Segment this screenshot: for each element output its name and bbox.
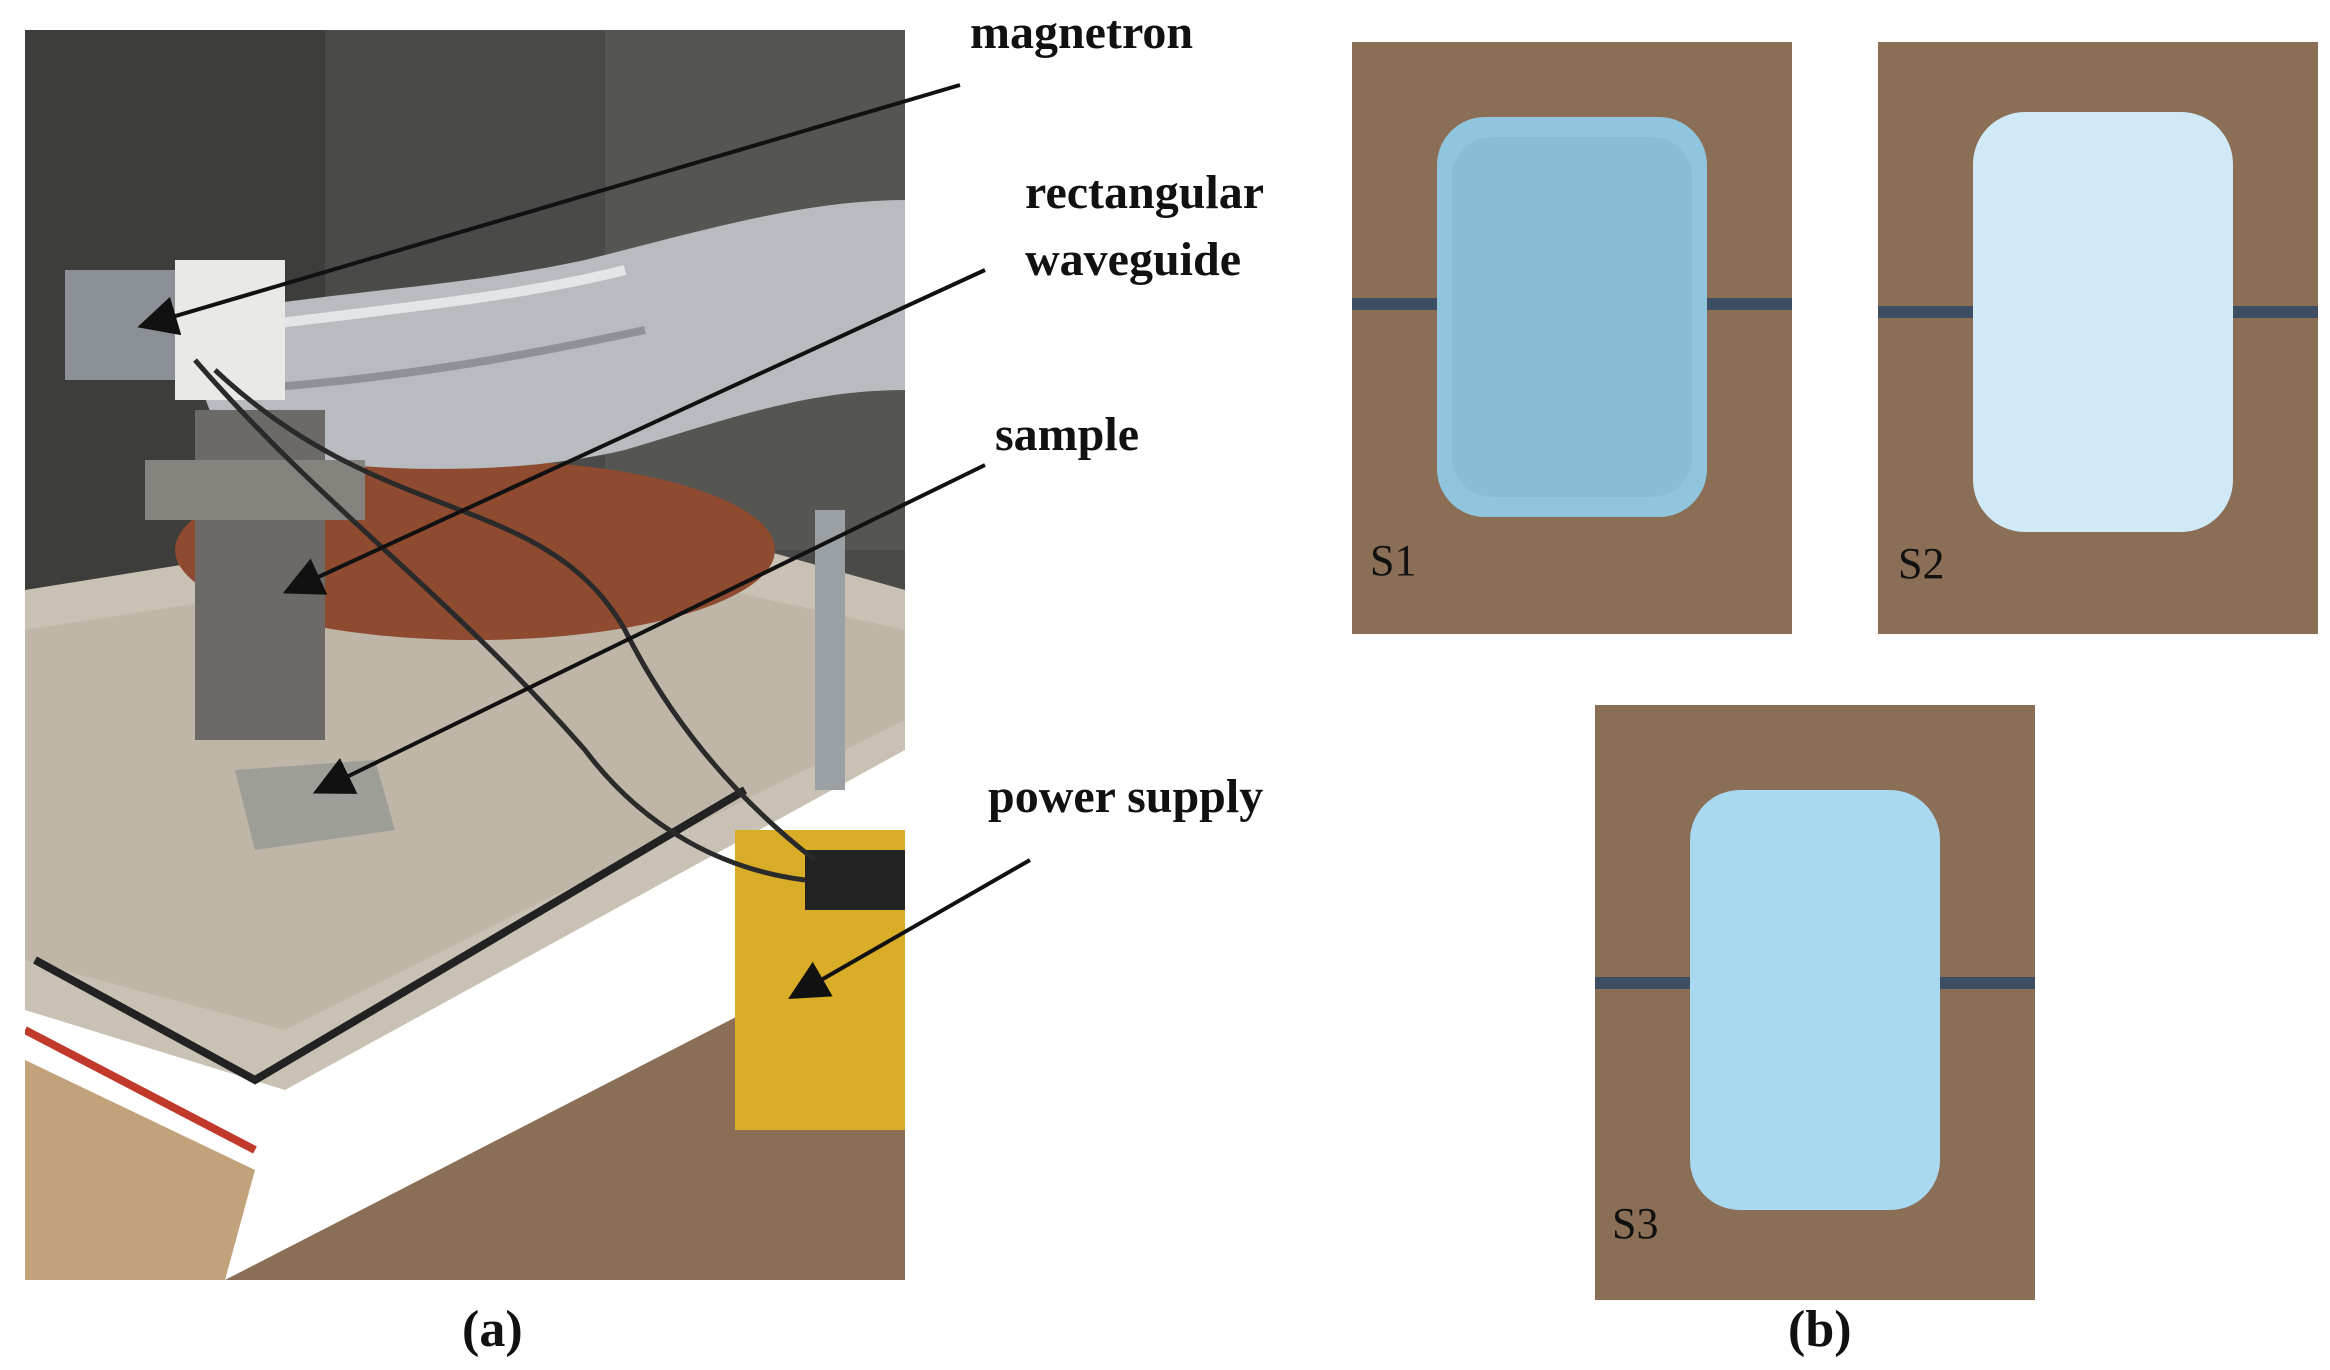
sample-photo-s1 (1352, 42, 1792, 634)
annotation-waveguide-line1: rectangular (1025, 166, 1265, 219)
annotation-waveguide-line2: waveguide (1025, 233, 1241, 286)
panel-label-b: (b) (1788, 1301, 1852, 1358)
panel-label-a: (a) (462, 1301, 523, 1358)
setup-photo (25, 30, 905, 1280)
sample-tag-s3: S3 (1612, 1199, 1659, 1248)
sample-tag-s1: S1 (1370, 536, 1417, 585)
sample-photo-s3 (1595, 705, 2035, 1300)
annotation-sample: sample (995, 408, 1139, 461)
annotation-power-supply: power supply (988, 770, 1264, 823)
annotation-magnetron: magnetron (970, 6, 1194, 59)
sample-tag-s2: S2 (1898, 539, 1945, 588)
sample-photo-s2 (1878, 42, 2318, 634)
